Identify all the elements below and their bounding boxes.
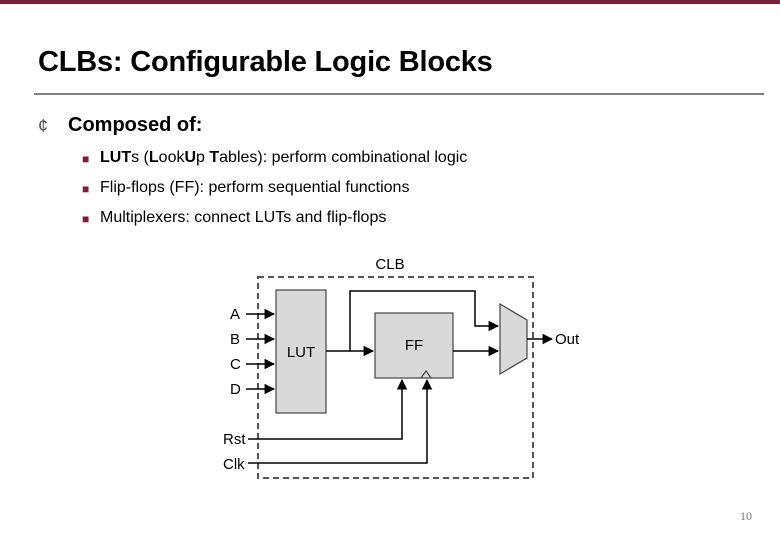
subbullet-text: Flip-flops (FF): perform sequential func… [100,179,409,197]
output-label: Out [555,331,580,348]
ff-block [374,312,454,379]
bullet-composed-of: Composed of: [68,114,203,136]
rst-wire [248,378,408,440]
clb-boundary [257,276,534,479]
clk-label: Clk [223,456,245,473]
mux-block [499,302,528,376]
input-label-a: A [230,306,240,323]
subbullet-segment: p [196,149,210,166]
subbullet-segment: s ( [131,149,149,166]
top-accent-bar [0,0,780,4]
clk-wire [248,378,433,464]
circle-bullet-icon: ¢ [38,116,49,136]
square-bullet-icon: ■ [82,152,90,166]
rst-label: Rst [223,431,246,448]
square-bullet-icon: ■ [82,182,90,196]
subbullet-segment: Flip-flops (FF): perform sequential func… [100,179,410,196]
subbullet-segment: U [184,149,197,166]
lut-label: LUT [287,344,315,361]
title-divider [34,93,764,95]
subbullet-text: LUTs (LookUp Tables): perform combinatio… [100,149,467,167]
ff-clock-edge-icon [420,369,432,379]
input-label-b: B [230,331,240,348]
input-label-d: D [230,381,241,398]
page-number: 10 [740,509,752,523]
subbullet-segment: ables): perform combinational logic [219,149,468,166]
input-label-c: C [230,356,241,373]
ff-label: FF [405,337,423,354]
lut-bypass-wire [349,290,500,351]
slide-title: CLBs: Configurable Logic Blocks [38,46,493,78]
square-bullet-icon: ■ [82,212,90,226]
subbullet-segment: Multiplexers: connect LUTs and flip-flop… [100,209,387,226]
subbullet-segment: L [148,149,159,166]
subbullet-segment: LUT [100,149,132,166]
subbullet-segment: T [209,149,220,166]
lut-block [275,289,327,414]
subbullet-text: Multiplexers: connect LUTs and flip-flop… [100,209,386,227]
clb-label: CLB [375,256,404,273]
subbullet-segment: ook [158,149,185,166]
